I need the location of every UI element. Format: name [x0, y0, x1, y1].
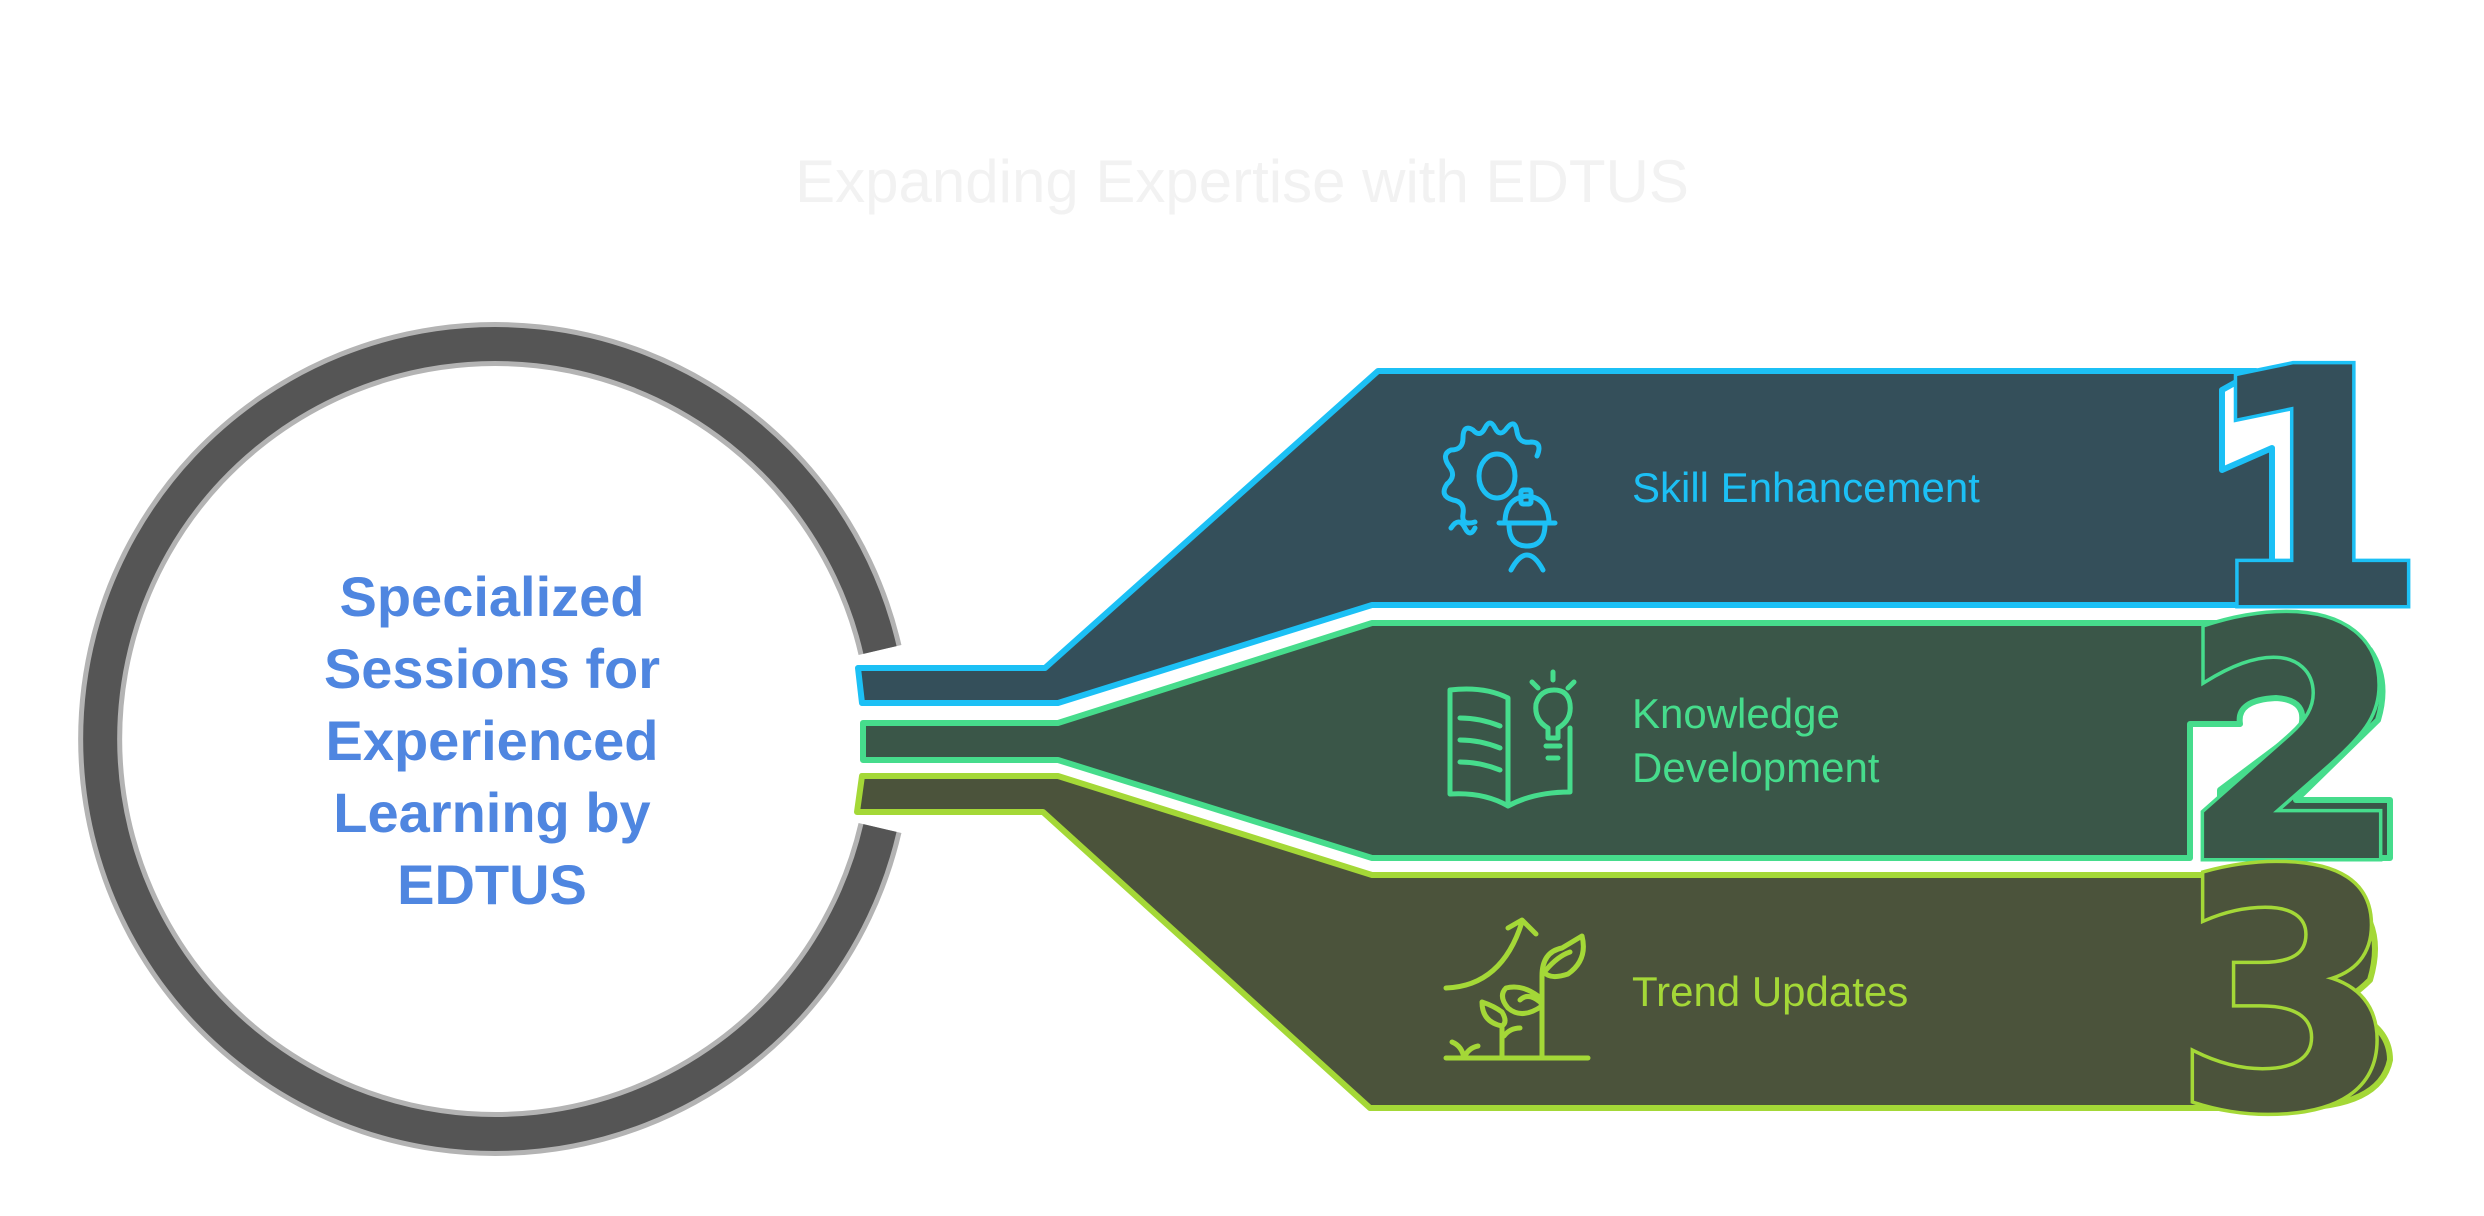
item-label-2-line-2: Development: [1632, 744, 1880, 791]
item-label-1: Skill Enhancement: [1632, 464, 1980, 511]
diagram-title: Expanding Expertise with EDTUS: [795, 148, 1689, 215]
item-label-2-line-1: Knowledge: [1632, 690, 1840, 737]
center-line-2: Sessions for: [324, 637, 660, 700]
center-line-5: EDTUS: [397, 853, 587, 916]
growth-plant-icon: [1443, 917, 1591, 1061]
item-1[interactable]: 1 Skill Enhancement: [855, 296, 2433, 706]
item-3[interactable]: 3 Trend Updates: [854, 773, 2405, 1190]
central-ring: [78, 322, 902, 1156]
gear-worker-icon: [1441, 420, 1558, 573]
item-number-1: 1: [2200, 299, 2430, 683]
center-line-1: Specialized: [339, 565, 644, 628]
item-number-3: 3: [2172, 802, 2402, 1186]
item-label-3: Trend Updates: [1632, 968, 1908, 1015]
ring-core: [83, 327, 897, 1151]
center-line-3: Experienced: [325, 709, 658, 772]
center-line-4: Learning by: [333, 781, 650, 844]
branch-shape-1: [855, 368, 2275, 706]
branch-shape-3: [854, 773, 2393, 1111]
center-label: Specialized Sessions for Experienced Lea…: [324, 565, 660, 916]
book-lightbulb-icon: [1447, 669, 1577, 809]
branch-shape-2: [860, 619, 2393, 861]
